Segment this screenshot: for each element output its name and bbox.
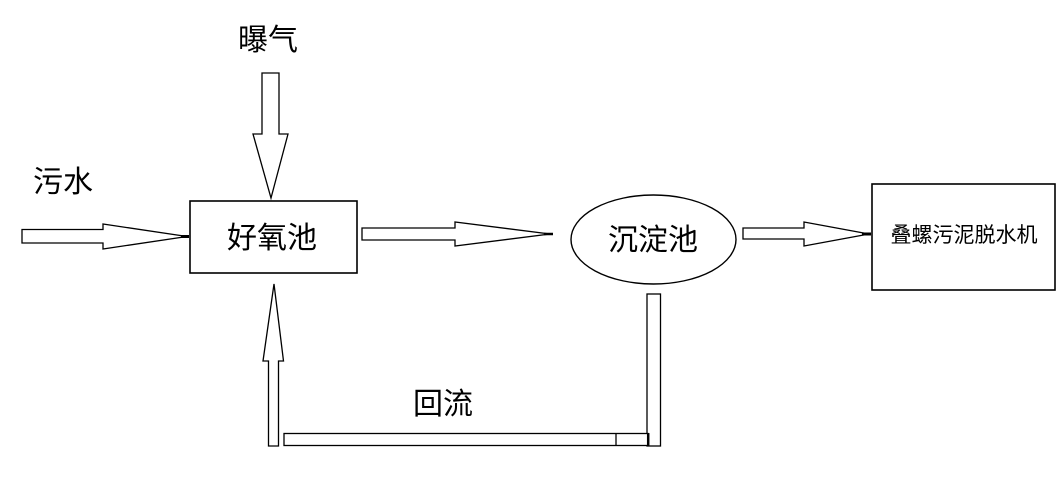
influent-arrow xyxy=(21,223,188,250)
aeration-arrow xyxy=(252,72,289,201)
aerobic-to-sedimentation-arrow xyxy=(361,221,551,247)
return-up-arrow xyxy=(262,283,285,447)
return-pipe-vertical xyxy=(646,293,662,447)
return-pipe-horizontal xyxy=(283,432,649,447)
aeration-label: 曝气 xyxy=(238,24,298,57)
dewatering-machine-label: 叠螺污泥脱水机 xyxy=(891,223,1038,247)
sedimentation-tank-ellipse xyxy=(570,194,737,285)
aerobic-tank-label: 好氧池 xyxy=(227,222,317,255)
aerobic-tank-box xyxy=(189,200,358,274)
sedimentation-tank-label: 沉淀池 xyxy=(608,224,698,257)
return-flow-label: 回流 xyxy=(413,388,473,421)
influent-label: 污水 xyxy=(33,166,93,199)
sedimentation-to-dewatering-arrow xyxy=(742,221,870,247)
dewatering-machine-box xyxy=(871,183,1056,291)
